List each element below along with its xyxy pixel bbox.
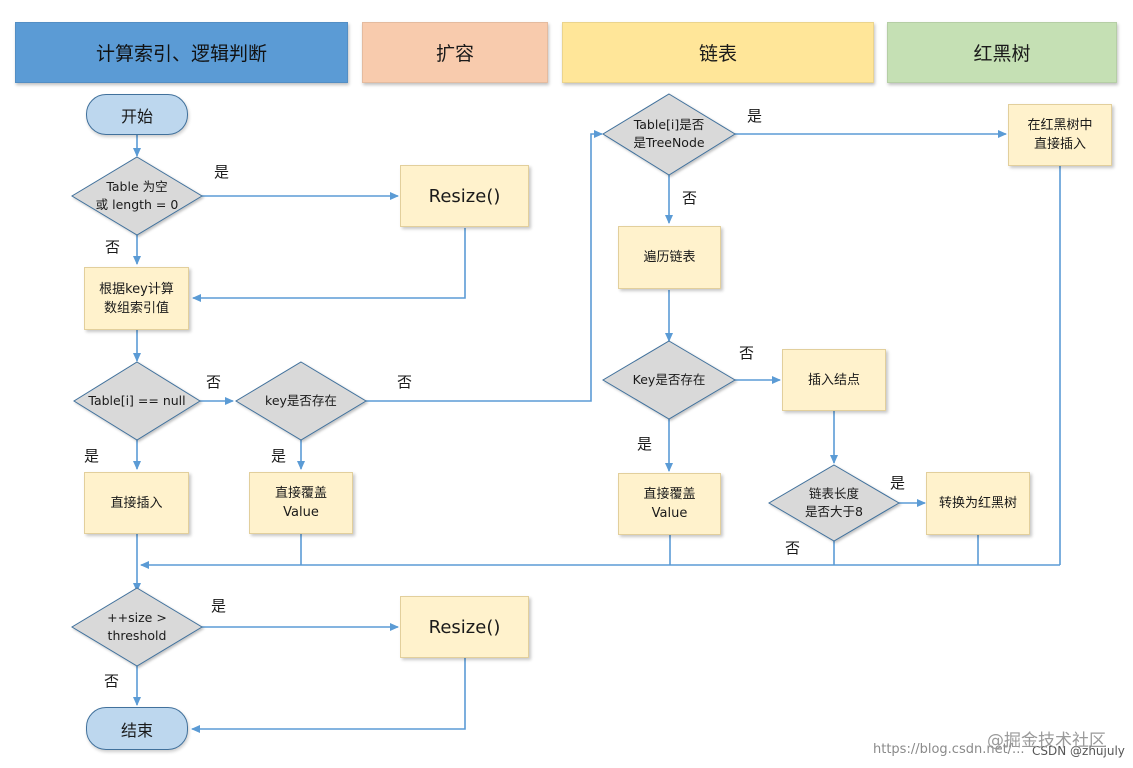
label-yes-size: 是 [211, 597, 227, 615]
label-yes-table-empty: 是 [214, 163, 230, 181]
label-no-size: 否 [104, 672, 120, 690]
edge-resize-bottom-to-end [191, 658, 466, 733]
label-yes-key-exists-list: 是 [637, 435, 653, 453]
insert-node-box: 插入结点 [782, 349, 886, 411]
convert-rb-tree-box: 转换为红黑树 [926, 472, 1030, 535]
header-linked-list: 链表 [562, 22, 874, 83]
label-yes-treenode: 是 [747, 107, 763, 125]
header-rb-tree: 红黑树 [887, 22, 1117, 83]
calc-index-box: 根据key计算 数组索引值 [84, 267, 189, 330]
overwrite-value-right-box: 直接覆盖 Value [618, 473, 721, 535]
header-resize: 扩容 [362, 22, 548, 83]
diamond-key-exists-list [602, 340, 736, 420]
overwrite-value-left-box: 直接覆盖 Value [249, 472, 353, 534]
diamond-is-treenode [602, 93, 736, 176]
diamond-list-len [768, 464, 900, 542]
watermark-juejin: @掘金技术社区 [987, 731, 1106, 751]
list-length-text: 链表长度 是否大于8 [805, 486, 863, 519]
resize-top-box: Resize() [400, 165, 529, 227]
is-treenode-text: Table[i]是否 是TreeNode [633, 117, 705, 150]
watermark-blog: https://blog.csdn.net/... [873, 742, 1025, 757]
start-terminal: 开始 [86, 94, 188, 135]
diamond-key-exists [235, 361, 367, 441]
label-no-list-len: 否 [785, 539, 801, 557]
watermark-csdn: CSDN @zhujuly [1032, 744, 1125, 758]
table-null-text: Table[i] == null [88, 393, 186, 408]
label-no-key-exists: 否 [397, 373, 413, 391]
label-no-treenode: 否 [682, 189, 698, 207]
label-yes-key-exists: 是 [271, 447, 287, 465]
key-exists-text: key是否存在 [265, 393, 337, 408]
direct-insert-box: 直接插入 [84, 472, 189, 534]
label-yes-table-null: 是 [84, 447, 100, 465]
diamond-table-empty [71, 156, 203, 236]
label-no-table-null: 否 [206, 373, 222, 391]
label-yes-list-len: 是 [890, 474, 906, 492]
edge-resize-to-calc [192, 228, 466, 302]
resize-bottom-box: Resize() [400, 596, 529, 658]
diamond-size-threshold [71, 587, 203, 667]
key-exists-list-text: Key是否存在 [632, 372, 706, 387]
rb-tree-insert-box: 在红黑树中 直接插入 [1008, 104, 1112, 166]
end-terminal: 结束 [86, 707, 188, 750]
traverse-list-box: 遍历链表 [618, 226, 721, 289]
label-no-table-empty: 否 [105, 238, 121, 256]
diamond-table-null [73, 361, 201, 441]
size-threshold-text: ++size > threshold [107, 610, 167, 643]
header-compute: 计算索引、逻辑判断 [15, 22, 348, 83]
table-empty-text: Table 为空 或 length = 0 [95, 179, 179, 212]
label-no-key-exists-list: 否 [739, 344, 755, 362]
edge-key-exists-no-treenode [366, 130, 603, 402]
